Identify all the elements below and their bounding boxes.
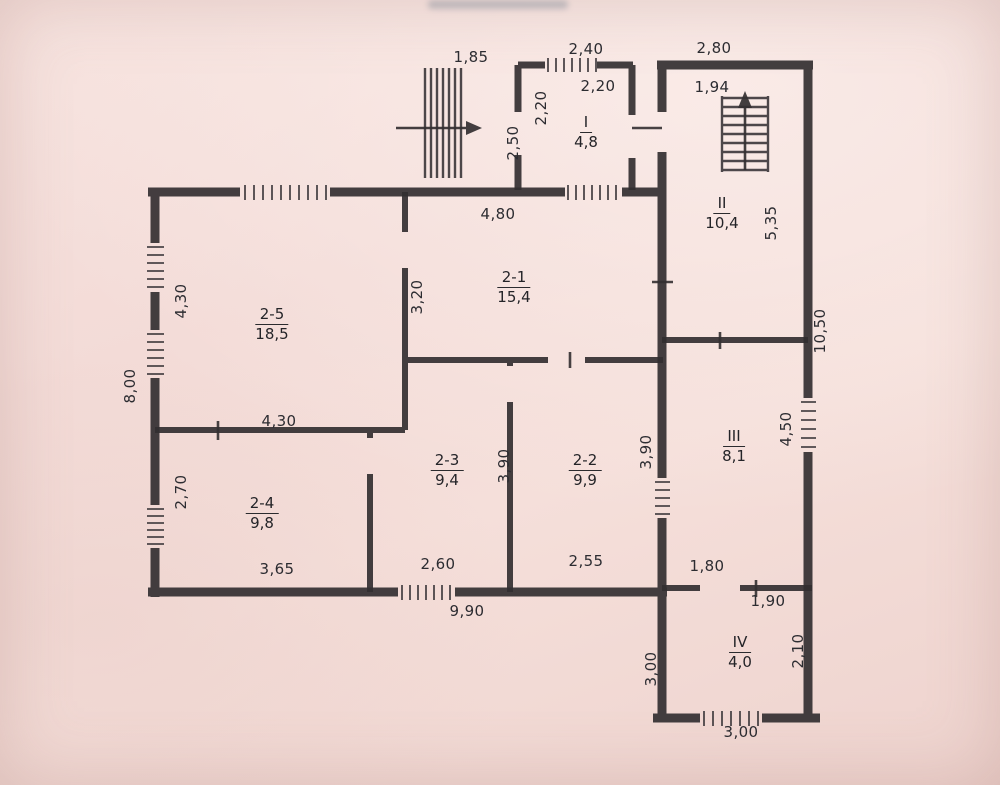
- dim-porch-depth: 2,50: [504, 125, 522, 161]
- dim-bottom-width: 9,90: [449, 602, 485, 620]
- room-area: 4,0: [728, 652, 752, 671]
- dim-porch-width: 1,85: [453, 48, 489, 66]
- window-hatch: [547, 58, 597, 72]
- room-area: 9,8: [250, 513, 274, 532]
- room-label-i: I 4,8: [574, 114, 598, 150]
- dim-room-21-width: 4,80: [480, 205, 516, 223]
- room-label-2-5: 2-5 18,5: [255, 306, 288, 342]
- room-area: 9,9: [573, 470, 597, 489]
- room-number: III: [723, 428, 745, 447]
- dim-room-25-height: 4,30: [172, 283, 190, 319]
- window-hatch: [147, 333, 164, 375]
- dim-stair-width: 1,94: [694, 78, 730, 96]
- window-hatches: [147, 58, 816, 726]
- window-hatch: [147, 508, 164, 545]
- room-label-iv: IV 4,0: [728, 634, 752, 670]
- dim-room-25-width: 4,30: [261, 412, 297, 430]
- dim-room-24-width: 3,65: [259, 560, 295, 578]
- porch-steps: [423, 68, 463, 178]
- dim-room-i-window: 2,20: [580, 77, 616, 95]
- window-hatch: [147, 246, 164, 288]
- dim-room-3-bottom: 1,80: [689, 557, 725, 575]
- room-label-2-1: 2-1 15,4: [497, 269, 530, 305]
- dim-wing-right-height: 10,50: [811, 308, 829, 354]
- dim-room-23-height: 3,90: [495, 448, 513, 484]
- room-label-iii: III 8,1: [722, 428, 746, 464]
- stairs-up-arrow-head: [738, 91, 752, 108]
- room-number: II: [713, 195, 731, 214]
- dim-room-4-top: 1,90: [750, 592, 786, 610]
- room-number: IV: [728, 634, 752, 653]
- window-hatch: [703, 711, 759, 726]
- room-number: 2-2: [568, 452, 602, 471]
- dim-room-i-depth: 2,20: [532, 90, 550, 126]
- room-area: 4,8: [574, 132, 598, 151]
- interior-walls: [155, 192, 812, 592]
- dim-room-22-width: 2,55: [568, 552, 604, 570]
- dim-wing-upper-height: 5,35: [762, 205, 780, 241]
- window-hatch: [401, 585, 451, 600]
- scan-artifact: [428, 0, 568, 9]
- dim-room-22-height: 3,90: [637, 434, 655, 470]
- entrance-room-wall-lines: [514, 61, 636, 190]
- room-number: I: [579, 114, 593, 133]
- room-area: 8,1: [722, 446, 746, 465]
- outer-wall-lines: [148, 60, 820, 723]
- room-area: 15,4: [497, 287, 531, 306]
- room-label-2-4: 2-4 9,8: [245, 495, 279, 532]
- dim-room-4-bottom: 3,00: [723, 723, 759, 741]
- outer-walls: [148, 60, 820, 723]
- dim-room-21-height: 3,20: [408, 279, 426, 315]
- entrance-room-walls: [514, 61, 636, 190]
- room-label-2-3: 2-3 9,4: [430, 452, 464, 489]
- dim-left-height: 8,00: [121, 368, 139, 404]
- room-number: 2-3: [430, 452, 464, 471]
- dim-room-24-height: 2,70: [172, 474, 190, 510]
- window-hatch: [567, 185, 617, 200]
- room-area: 9,4: [435, 470, 459, 489]
- room-number: 2-1: [497, 269, 531, 288]
- dim-room-3-height: 4,50: [777, 411, 795, 447]
- dim-room-4-left: 3,00: [642, 651, 660, 687]
- room-label-2-2: 2-2 9,9: [568, 452, 602, 489]
- window-hatch: [801, 401, 816, 448]
- window-hatch: [655, 481, 670, 515]
- room-label-ii: II 10,4: [705, 195, 738, 231]
- dim-room-4-height: 2,10: [789, 633, 807, 669]
- dimension-ticks: [216, 126, 758, 597]
- dim-room-23-width: 2,60: [420, 555, 456, 573]
- entry-arrows: [396, 91, 752, 170]
- room-area: 10,4: [705, 213, 739, 232]
- room-number: 2-5: [255, 306, 289, 325]
- room-number: 2-4: [245, 495, 279, 514]
- tick-marks: [216, 126, 758, 597]
- window-hatch: [244, 185, 327, 200]
- entry-arrow-head: [466, 121, 482, 135]
- dim-room-i-width: 2,40: [568, 40, 604, 58]
- interior-wall-lines: [155, 192, 812, 592]
- dim-wing-width: 2,80: [696, 39, 732, 57]
- room-area: 18,5: [255, 324, 289, 343]
